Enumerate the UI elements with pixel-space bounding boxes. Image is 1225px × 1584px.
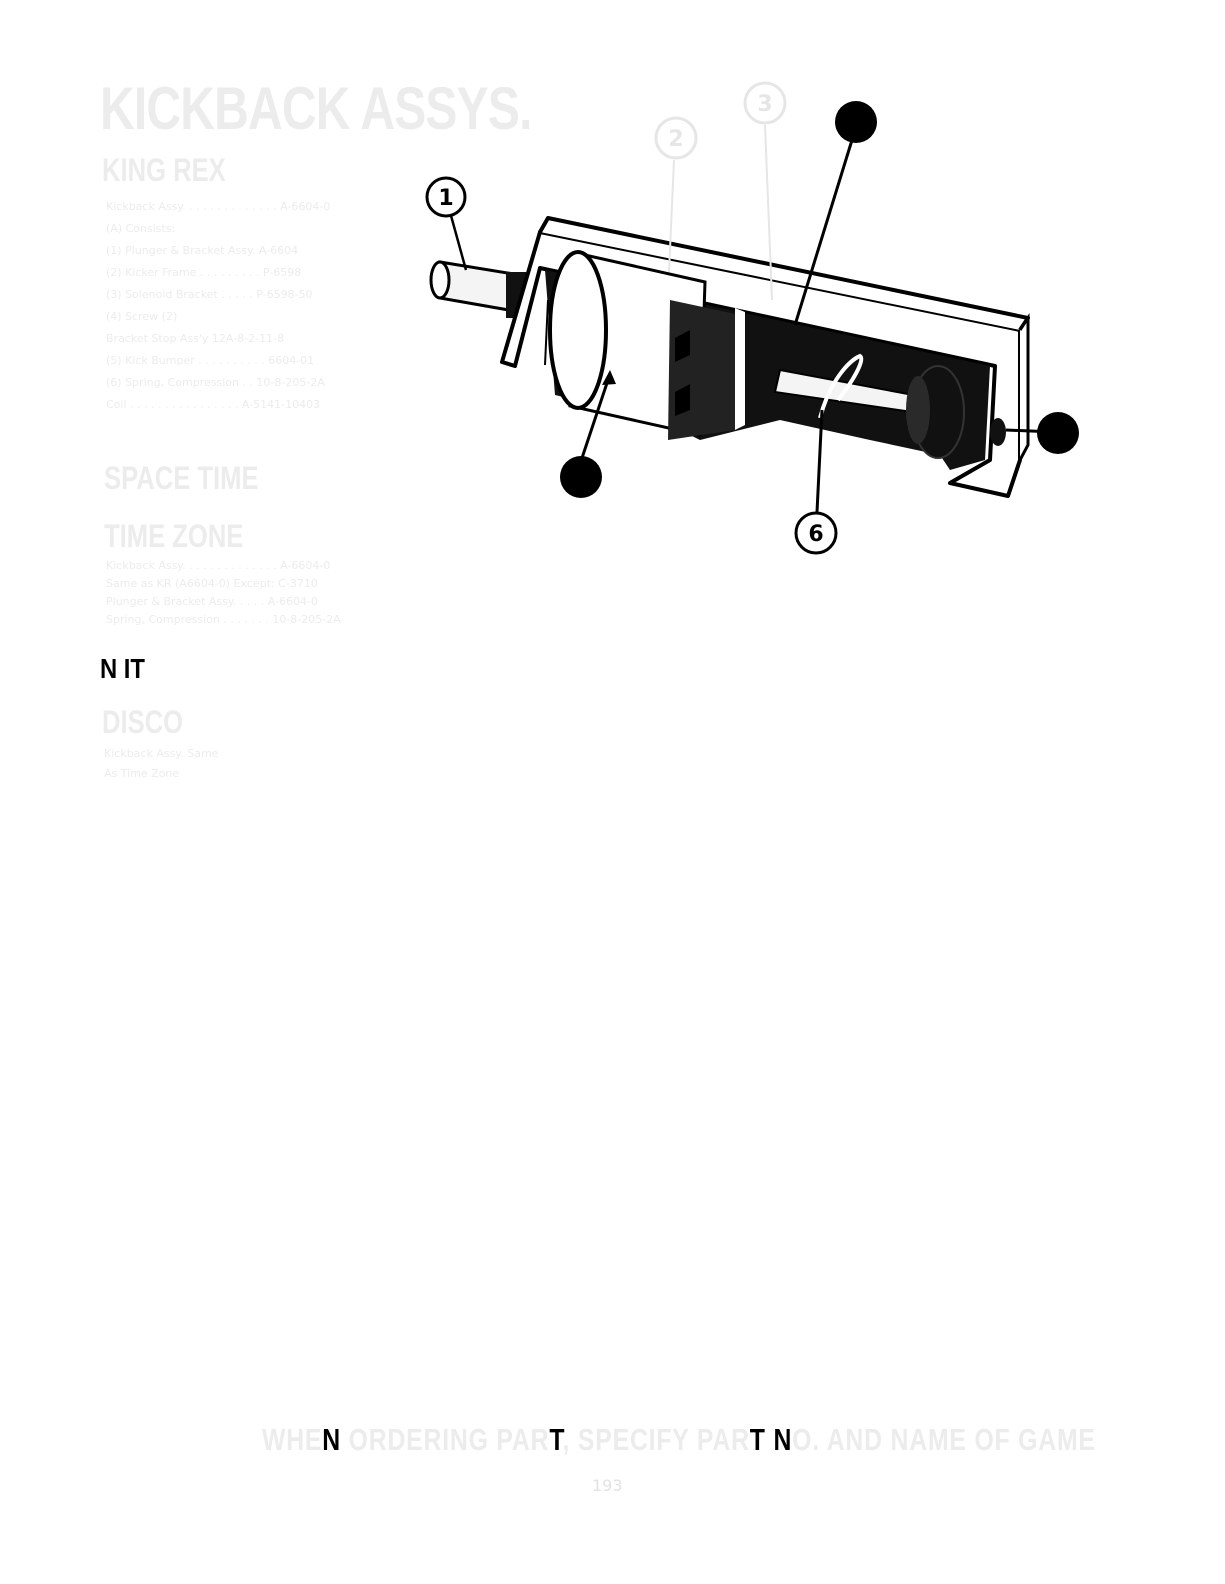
svg-text:3: 3 [757, 92, 772, 117]
leader-line-1 [448, 211, 468, 271]
parts-line: (1) Plunger & Bracket Assy. A-6604 [106, 244, 299, 257]
parts-line: Kickback Assy. Same [104, 747, 219, 760]
footer-part: N [773, 1422, 793, 1457]
kicker-frame [500, 216, 1030, 498]
footer-part: T [549, 1422, 563, 1457]
parts-line: Kickback Assy. . . . . . . . . . . . . .… [106, 200, 331, 213]
parts-list-disco: Kickback Assy. Same As Time Zone [104, 744, 218, 784]
svg-text:1: 1 [438, 186, 453, 211]
parts-line: (6) Spring, Compression . . 10-8-205-2A [106, 376, 325, 389]
spring [818, 353, 864, 419]
page-number: 193 [592, 1476, 623, 1495]
footer-part: WHE [262, 1422, 323, 1457]
section-heading-time-zone: TIME ZONE [104, 518, 244, 554]
solenoid-bracket [668, 300, 745, 440]
svg-text:2: 2 [668, 127, 683, 152]
page-title: KICKBACK ASSYS. [100, 75, 532, 142]
end-cap [990, 418, 1006, 446]
parts-list-time-zone: Kickback Assy. . . . . . . . . . . . . .… [106, 557, 341, 629]
parts-line: (3) Solenoid Bracket . . . . . P-6598-50 [106, 288, 313, 301]
parts-line: Spring, Compression . . . . . . . 10-8-2… [106, 613, 341, 626]
leader-line-4 [793, 139, 854, 326]
kick-bumper [906, 365, 965, 459]
leader-line-3 [764, 124, 773, 301]
section-heading-king-rex: KING REX [102, 152, 226, 188]
svg-text:6: 6 [808, 522, 823, 547]
callout-6: 6 [794, 511, 838, 555]
footer-part: T [749, 1422, 766, 1457]
parts-line: As Time Zone [104, 767, 180, 780]
callout-3: 3 [743, 81, 787, 125]
leader-line-6 [815, 409, 824, 513]
parts-line: Coil . . . . . . . . . . . . . . . . A-5… [106, 398, 321, 411]
footer-part: ORDERING PAR [340, 1422, 550, 1457]
parts-list-king-rex: Kickback Assy. . . . . . . . . . . . . .… [106, 196, 330, 416]
parts-line: (A) Consists: [106, 222, 176, 235]
callout-1: 1 [425, 176, 467, 218]
plunger-rod [429, 260, 526, 318]
footer-part: N [322, 1422, 341, 1457]
svg-text:4: 4 [848, 111, 863, 136]
callout-5: 5 [1037, 412, 1079, 454]
callout-7 [560, 456, 602, 498]
parts-line: Bracket Stop Ass'y 12A-8-2-11-8 [106, 332, 285, 345]
section-heading-space-time: SPACE TIME [104, 460, 259, 496]
svg-text:5: 5 [1050, 422, 1065, 447]
parts-line: Plunger & Bracket Assy. . . . . A-6604-0 [106, 595, 318, 608]
parts-line: (4) Screw (2) [106, 310, 178, 323]
note-heading: N IT [100, 653, 145, 684]
parts-line: (5) Kick Bumper . . . . . . . . . . 6604… [106, 354, 315, 367]
leader-line-2 [668, 159, 675, 273]
footer-part: O. AND NAME OF GAME [792, 1422, 1096, 1457]
footer-part: , SPECIFY PAR [562, 1422, 750, 1457]
callout-4: 4 [835, 101, 877, 143]
section-heading-disco: DISCO [102, 704, 184, 740]
footer-notice: WHEN ORDERING PART, SPECIFY PART NO. AND… [262, 1422, 1096, 1458]
leader-line-7 [580, 373, 612, 459]
callout-2: 2 [654, 116, 698, 160]
parts-line: Kickback Assy. . . . . . . . . . . . . .… [106, 559, 331, 572]
parts-line: Same as KR (A6604-0) Except: C-3710 [106, 577, 318, 590]
parts-line: (2) Kicker Frame . . . . . . . . . P-659… [106, 266, 302, 279]
